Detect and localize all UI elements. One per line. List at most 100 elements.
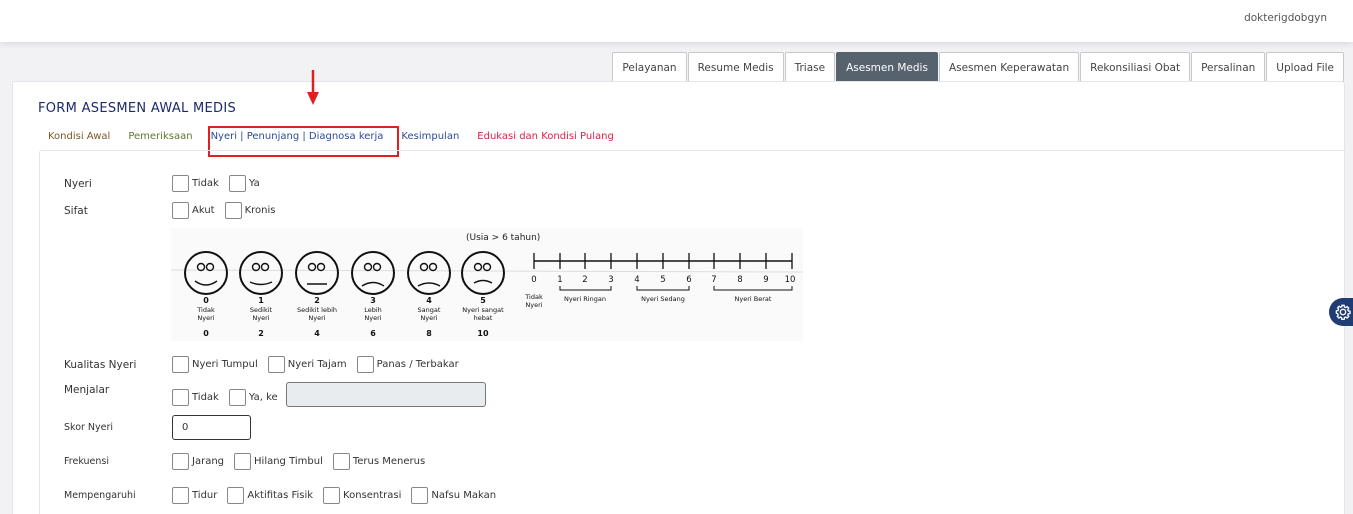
form-card: FORM ASESMEN AWAL MEDIS Kondisi Awal Pem… xyxy=(12,70,1346,514)
svg-text:2: 2 xyxy=(582,275,587,285)
checkbox-menjalar-tidak[interactable] xyxy=(172,389,189,406)
svg-text:Sedikit lebih: Sedikit lebih xyxy=(297,306,337,314)
checkbox-nafsu-makan[interactable] xyxy=(411,487,429,504)
svg-text:Nyeri sangat: Nyeri sangat xyxy=(462,306,504,314)
form-title: FORM ASESMEN AWAL MEDIS xyxy=(38,101,237,116)
option-label: Aktifitas Fisik xyxy=(247,490,314,501)
top-bar: dokterigdobgyn xyxy=(0,0,1353,42)
label-nyeri: Nyeri xyxy=(64,177,92,190)
checkbox-sifat-kronis[interactable] xyxy=(224,202,242,219)
svg-text:3: 3 xyxy=(608,275,613,285)
gear-icon xyxy=(1335,304,1351,320)
checkbox-sifat-akut[interactable] xyxy=(172,202,189,219)
option-label: Kronis xyxy=(244,205,276,216)
svg-text:8: 8 xyxy=(737,275,742,285)
subtab-edukasi-kondisi-pulang[interactable]: Edukasi dan Kondisi Pulang xyxy=(477,131,614,142)
username[interactable]: dokterigdobgyn xyxy=(1244,12,1327,24)
tab-asesmen-keperawatan[interactable]: Asesmen Keperawatan xyxy=(938,52,1080,82)
option-label: Terus Menerus xyxy=(352,456,426,467)
option-label: Nyeri Tumpul xyxy=(192,359,258,370)
annotation-arrow-icon xyxy=(307,70,319,105)
option-label: Konsentrasi xyxy=(343,490,402,501)
main-tabs: Pelayanan Resume Medis Triase Asesmen Me… xyxy=(611,52,1344,82)
svg-text:Nyeri: Nyeri xyxy=(364,314,381,322)
svg-text:Nyeri Berat: Nyeri Berat xyxy=(735,295,772,303)
checkbox-aktifitas-fisik[interactable] xyxy=(227,487,245,504)
checkbox-tidur[interactable] xyxy=(172,487,189,504)
checkbox-jarang[interactable] xyxy=(172,453,189,470)
svg-text:3: 3 xyxy=(370,296,376,305)
svg-text:1: 1 xyxy=(258,296,264,305)
svg-text:Nyeri: Nyeri xyxy=(525,301,542,309)
option-label: Ya, ke xyxy=(248,392,278,403)
tab-content-panel: Nyeri Tidak Ya Sifat Akut Kronis (Usia >… xyxy=(39,150,1346,514)
svg-text:10: 10 xyxy=(785,275,796,285)
label-menjalar: Menjalar xyxy=(64,384,110,396)
svg-text:0: 0 xyxy=(203,296,209,305)
option-label: Nyeri Tajam xyxy=(287,359,347,370)
svg-text:2: 2 xyxy=(314,296,320,305)
label-kualitas-nyeri: Kualitas Nyeri xyxy=(64,358,137,371)
option-label: Panas / Terbakar xyxy=(376,359,459,370)
svg-text:hebat: hebat xyxy=(474,314,493,322)
svg-text:Sedikit: Sedikit xyxy=(250,306,273,314)
svg-text:4: 4 xyxy=(426,296,432,305)
subtab-kesimpulan[interactable]: Kesimpulan xyxy=(401,131,460,142)
checkbox-nyeri-ya[interactable] xyxy=(228,175,246,192)
svg-text:6: 6 xyxy=(370,329,376,338)
svg-text:0: 0 xyxy=(203,329,209,338)
subtab-pemeriksaan[interactable]: Pemeriksaan xyxy=(128,131,193,142)
checkbox-terus-menerus[interactable] xyxy=(332,453,350,470)
tab-persalinan[interactable]: Persalinan xyxy=(1191,52,1266,82)
menjalar-ke-input[interactable] xyxy=(285,382,486,407)
label-mempengaruhi: Mempengaruhi xyxy=(64,490,136,501)
svg-text:9: 9 xyxy=(763,275,768,285)
row-nyeri: Nyeri Tidak Ya xyxy=(64,175,270,192)
checkbox-nyeri-tajam[interactable] xyxy=(267,356,285,373)
tab-triase[interactable]: Triase xyxy=(784,52,836,82)
svg-text:5: 5 xyxy=(480,296,486,305)
svg-text:Nyeri: Nyeri xyxy=(197,314,214,322)
svg-text:8: 8 xyxy=(426,329,432,338)
checkbox-konsentrasi[interactable] xyxy=(323,487,341,504)
row-frekuensi: Frekuensi Jarang Hilang Timbul Terus Men… xyxy=(64,453,435,470)
skor-nyeri-input[interactable]: 0 xyxy=(172,415,251,440)
option-label: Jarang xyxy=(192,456,225,467)
svg-text:6: 6 xyxy=(686,275,691,285)
option-label: Hilang Timbul xyxy=(254,456,323,467)
checkbox-hilang-timbul[interactable] xyxy=(234,453,252,470)
svg-text:Tidak: Tidak xyxy=(196,306,215,314)
tab-asesmen-medis[interactable]: Asesmen Medis xyxy=(836,52,938,82)
settings-button[interactable] xyxy=(1329,298,1353,326)
tab-upload-file[interactable]: Upload File xyxy=(1266,52,1344,82)
annotation-highlight-box xyxy=(208,126,399,157)
svg-text:(Usia > 6 tahun): (Usia > 6 tahun) xyxy=(466,233,540,243)
checkbox-nyeri-tumpul[interactable] xyxy=(172,356,189,373)
svg-text:5: 5 xyxy=(660,275,665,285)
svg-text:Lebih: Lebih xyxy=(364,306,382,314)
option-label: Tidak xyxy=(192,178,219,189)
checkbox-menjalar-ya[interactable] xyxy=(228,389,246,406)
label-sifat: Sifat xyxy=(64,204,88,217)
svg-text:Nyeri: Nyeri xyxy=(252,314,269,322)
subtab-nyeri-penunjang-diagnosa[interactable]: Nyeri | Penunjang | Diagnosa kerja xyxy=(210,131,384,142)
row-mempengaruhi: Mempengaruhi Tidur Aktifitas Fisik Konse… xyxy=(64,487,506,504)
option-label: Ya xyxy=(248,178,260,189)
subtab-kondisi-awal[interactable]: Kondisi Awal xyxy=(48,131,111,142)
row-menjalar: Menjalar Tidak Ya, ke xyxy=(64,382,486,407)
option-label: Tidak xyxy=(192,392,219,403)
svg-text:Nyeri: Nyeri xyxy=(308,314,325,322)
svg-text:Nyeri Sedang: Nyeri Sedang xyxy=(641,295,685,303)
svg-text:Sangat: Sangat xyxy=(418,306,441,314)
tab-resume-medis[interactable]: Resume Medis xyxy=(687,52,784,82)
checkbox-panas-terbakar[interactable] xyxy=(356,356,374,373)
checkbox-nyeri-tidak[interactable] xyxy=(172,175,189,192)
svg-text:1: 1 xyxy=(557,275,562,285)
label-frekuensi: Frekuensi xyxy=(64,456,109,467)
svg-text:2: 2 xyxy=(258,329,264,338)
tab-rekonsiliasi-obat[interactable]: Rekonsiliasi Obat xyxy=(1080,52,1191,82)
tab-pelayanan[interactable]: Pelayanan xyxy=(612,52,687,82)
row-skor-nyeri: Skor Nyeri 0 xyxy=(64,415,251,440)
svg-text:7: 7 xyxy=(711,275,716,285)
